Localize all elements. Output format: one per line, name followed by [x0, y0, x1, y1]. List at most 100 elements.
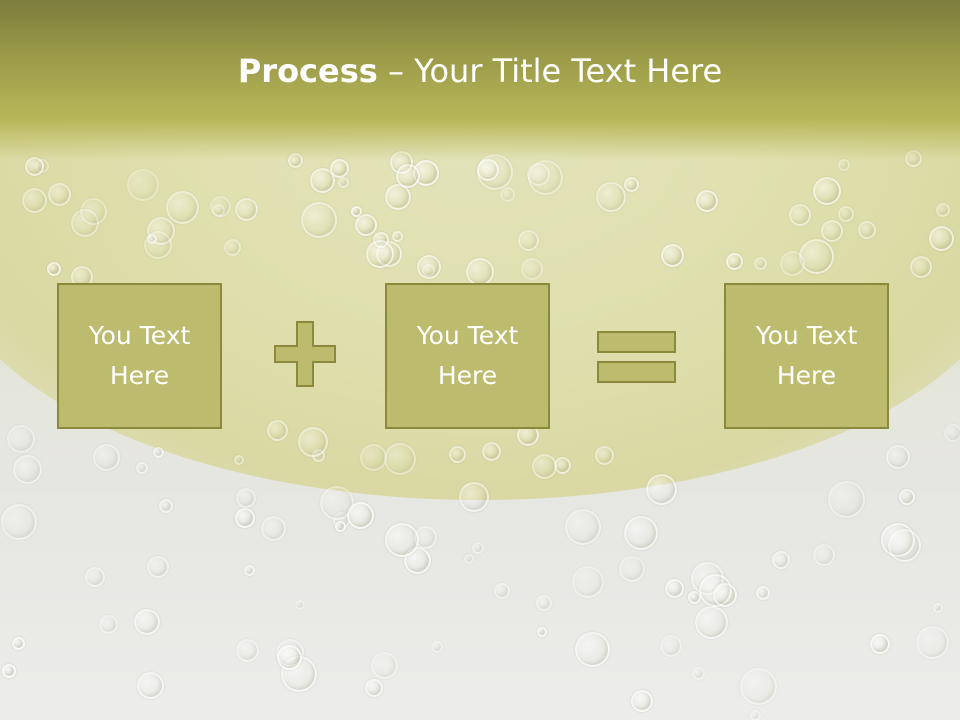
bubble	[235, 508, 255, 528]
bubble	[144, 231, 172, 259]
title-rest: – Your Title Text Here	[377, 52, 723, 90]
bubble	[740, 668, 777, 705]
bubble	[537, 627, 547, 637]
bubble	[431, 641, 443, 653]
bubble	[347, 502, 374, 529]
bubble	[532, 454, 557, 479]
process-box-1-text: You Text Here	[88, 321, 191, 390]
process-box-3-text: You Text Here	[755, 321, 858, 390]
bubble	[2, 664, 16, 678]
bubble	[224, 239, 241, 256]
bubble	[799, 239, 834, 274]
bubble	[355, 214, 377, 236]
bubble	[521, 258, 543, 280]
bubble	[384, 443, 416, 475]
bubble	[619, 556, 645, 582]
process-box-2-text: You Text Here	[416, 321, 519, 390]
header-band	[0, 0, 960, 160]
bubble	[127, 169, 159, 201]
bubble	[789, 204, 811, 226]
bubble	[134, 609, 160, 635]
bubble	[646, 474, 677, 505]
bubble	[528, 160, 563, 195]
bubble	[80, 198, 107, 225]
title-bold: Process	[237, 52, 378, 90]
bubble	[392, 231, 403, 242]
bubble	[536, 595, 552, 611]
bubble	[235, 198, 258, 221]
bubble	[933, 603, 943, 613]
bubble	[936, 203, 950, 217]
bubble	[595, 446, 614, 465]
bubble	[267, 420, 288, 441]
bubble	[338, 177, 349, 188]
bubble	[261, 516, 286, 541]
bubble	[631, 690, 653, 712]
bubble	[696, 190, 718, 212]
bubble	[137, 672, 164, 699]
bubble	[7, 425, 35, 453]
process-box-1[interactable]: You Text Here	[57, 283, 222, 429]
bubble	[482, 442, 501, 461]
bubble	[366, 240, 394, 268]
bubble	[414, 526, 437, 549]
bubble	[726, 253, 743, 270]
bubble	[47, 262, 61, 276]
bubble	[780, 251, 805, 276]
bubble	[886, 445, 910, 469]
bubble	[838, 159, 850, 171]
bubble	[813, 544, 835, 566]
bubble	[281, 656, 317, 692]
bubble	[159, 499, 173, 513]
bubble	[136, 462, 148, 474]
bubble	[459, 482, 489, 512]
bubble	[660, 635, 682, 657]
bubble	[916, 626, 949, 659]
bubble	[396, 164, 420, 188]
bubble	[13, 455, 42, 484]
bubble	[665, 579, 684, 598]
bubble	[929, 226, 954, 251]
bubble	[858, 221, 876, 239]
bubble	[572, 566, 604, 598]
bubble	[153, 447, 164, 458]
bubble	[500, 187, 515, 202]
bubble	[22, 188, 47, 213]
bubble	[813, 177, 841, 205]
process-box-3[interactable]: You Text Here	[724, 283, 889, 429]
plus-icon	[274, 321, 336, 387]
bubble	[449, 446, 466, 463]
bubble	[870, 634, 890, 654]
bubble	[575, 632, 610, 667]
bubble	[147, 556, 169, 578]
bubble	[166, 191, 199, 224]
bubble	[365, 679, 383, 697]
bubble	[12, 637, 25, 650]
process-box-2[interactable]: You Text Here	[385, 283, 550, 429]
bubble	[713, 583, 737, 607]
bubble	[236, 639, 259, 662]
bubble	[624, 516, 658, 550]
bubble	[518, 230, 539, 251]
bubble	[351, 206, 362, 217]
bubble	[944, 424, 960, 442]
bubble	[417, 255, 441, 279]
bubble	[466, 258, 494, 286]
bubble	[565, 509, 601, 545]
bubble	[236, 488, 256, 508]
bubble	[772, 551, 790, 569]
bubble	[494, 583, 510, 599]
bubble	[371, 652, 398, 679]
bubble	[464, 554, 474, 564]
bubble	[93, 444, 120, 471]
bubble	[692, 667, 705, 680]
bubble	[821, 220, 843, 242]
bubble	[244, 565, 255, 576]
slide-title[interactable]: Process – Your Title Text Here	[0, 52, 960, 90]
bubble	[360, 444, 387, 471]
bubble	[298, 427, 328, 457]
bubble	[596, 182, 626, 212]
bubble	[888, 529, 921, 562]
bubble	[295, 600, 305, 610]
